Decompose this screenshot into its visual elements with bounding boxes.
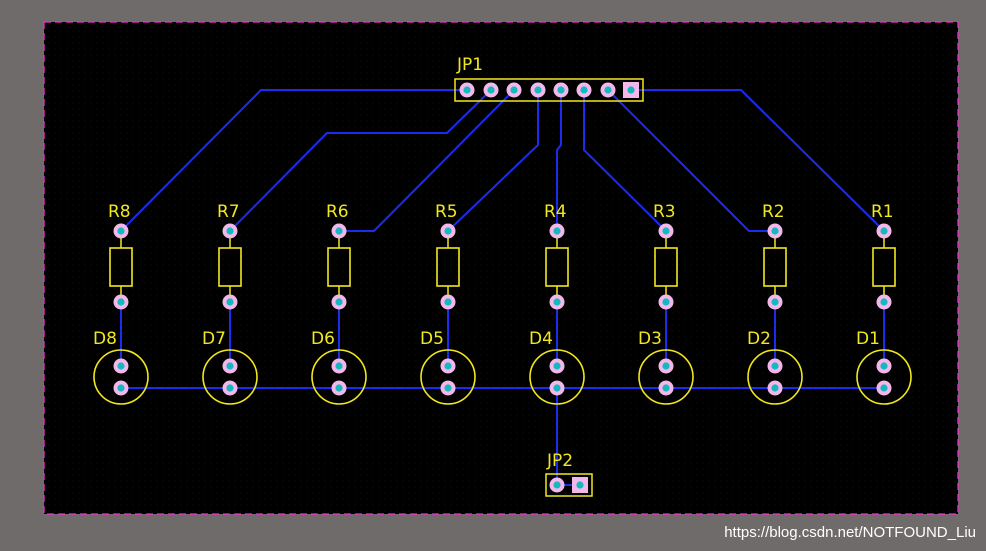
led-label: D4 <box>529 329 553 349</box>
led-d7: D7 <box>202 329 258 405</box>
resistor-pad-bottom <box>767 294 783 310</box>
resistor-pad-bottom <box>876 294 892 310</box>
led-label: D1 <box>856 329 880 349</box>
resistor-label: R2 <box>762 202 785 222</box>
led-pad-cathode <box>113 380 129 396</box>
jp1-pin-1 <box>459 82 475 98</box>
resistor-pad-top <box>113 223 129 239</box>
resistor-label: R5 <box>435 202 458 222</box>
led-d4: D4 <box>529 329 585 405</box>
trace-r3 <box>583 89 667 232</box>
led-pad-anode <box>113 358 129 374</box>
led-d1: D1 <box>856 329 912 405</box>
resistor-label: R8 <box>108 202 131 222</box>
jp1-pin-4 <box>530 82 546 98</box>
resistor-label: R7 <box>217 202 240 222</box>
resistor-label: R3 <box>653 202 676 222</box>
jp1-pin-8 <box>623 82 639 98</box>
resistor-r4: R4 <box>544 202 569 295</box>
resistor-label: R1 <box>871 202 894 222</box>
led-d5: D5 <box>420 329 476 405</box>
led-pad-anode <box>767 358 783 374</box>
board-area <box>44 22 958 514</box>
resistor-pad-bottom <box>658 294 674 310</box>
board-outline <box>43 21 959 515</box>
resistor-pad-top <box>440 223 456 239</box>
led-label: D3 <box>638 329 662 349</box>
resistor-r3: R3 <box>653 202 678 295</box>
led-label: D8 <box>93 329 117 349</box>
resistor-pad-bottom <box>331 294 347 310</box>
jp1-pin-3 <box>506 82 522 98</box>
resistor-pad-bottom <box>113 294 129 310</box>
resistor-pad-top <box>767 223 783 239</box>
jp2-label: JP2 <box>546 451 573 471</box>
jp1-pin-7 <box>600 82 616 98</box>
led-pad-cathode <box>658 380 674 396</box>
led-d3: D3 <box>638 329 694 405</box>
led-d2: D2 <box>747 329 803 405</box>
led-pad-cathode <box>331 380 347 396</box>
led-pad-cathode <box>549 380 565 396</box>
resistor-r8: R8 <box>108 202 133 295</box>
jp1-pin-5 <box>553 82 569 98</box>
trace-r4 <box>556 89 562 232</box>
traces <box>120 89 885 486</box>
trace-r8 <box>120 89 468 232</box>
led-pad-anode <box>440 358 456 374</box>
led-pad-anode <box>222 358 238 374</box>
jp2-header: JP2 <box>545 451 593 497</box>
resistor-pad-top <box>658 223 674 239</box>
led-label: D2 <box>747 329 771 349</box>
led-label: D7 <box>202 329 226 349</box>
led-d6: D6 <box>311 329 367 405</box>
resistor-pad-bottom <box>549 294 565 310</box>
led-pad-cathode <box>222 380 238 396</box>
led-pad-cathode <box>440 380 456 396</box>
jp1-label: JP1 <box>456 55 483 75</box>
resistor-label: R4 <box>544 202 567 222</box>
resistor-pad-top <box>331 223 347 239</box>
led-d8: D8 <box>93 329 149 405</box>
resistor-r7: R7 <box>217 202 242 295</box>
jp2-pin-1 <box>549 477 565 493</box>
led-pad-anode <box>331 358 347 374</box>
jp1-pin-6 <box>576 82 592 98</box>
led-pad-anode <box>658 358 674 374</box>
resistor-pad-top <box>549 223 565 239</box>
resistor-r6: R6 <box>326 202 351 295</box>
led-pad-cathode <box>876 380 892 396</box>
jp2-outline <box>545 473 593 497</box>
trace-r7 <box>229 89 492 232</box>
trace-r6 <box>338 89 515 232</box>
resistor-pad-top <box>876 223 892 239</box>
trace-r1 <box>630 89 885 232</box>
resistor-pad-bottom <box>222 294 238 310</box>
jp2-pin-2 <box>572 477 588 493</box>
jp1-header: JP1 <box>454 55 644 102</box>
resistor-pad-top <box>222 223 238 239</box>
jp1-outline <box>454 78 644 102</box>
trace-r2 <box>607 89 776 232</box>
jp1-pin-2 <box>483 82 499 98</box>
resistor-r2: R2 <box>762 202 787 295</box>
trace-r5 <box>447 89 539 232</box>
resistor-label: R6 <box>326 202 349 222</box>
led-pad-anode <box>549 358 565 374</box>
led-pad-cathode <box>767 380 783 396</box>
led-label: D6 <box>311 329 335 349</box>
led-label: D5 <box>420 329 444 349</box>
watermark: https://blog.csdn.net/NOTFOUND_Liu <box>724 524 976 541</box>
resistor-pad-bottom <box>440 294 456 310</box>
resistor-r5: R5 <box>435 202 460 295</box>
resistor-r1: R1 <box>871 202 896 295</box>
led-pad-anode <box>876 358 892 374</box>
